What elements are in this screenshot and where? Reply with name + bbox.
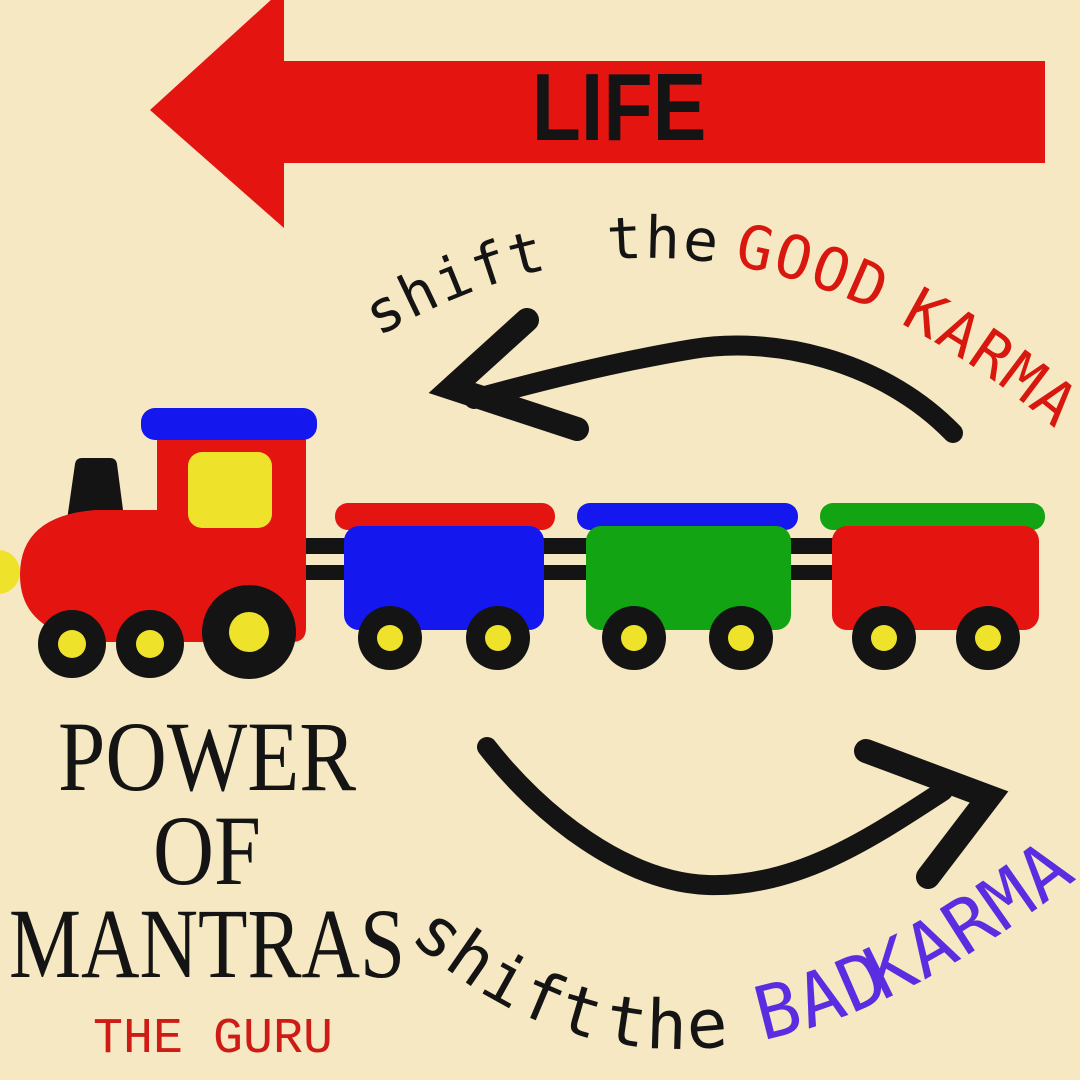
title-line-2: OF [153, 795, 261, 906]
engine-roof [141, 408, 317, 440]
bad-karma-arrow-head [854, 739, 1009, 889]
title-block: POWER OF MANTRAS [9, 701, 405, 999]
engine-headlight [0, 550, 20, 594]
wagon-3-wheel-2-hub [975, 625, 1001, 651]
engine-wheel-2-hub [136, 630, 164, 658]
wagon-1-wheel-1-hub [377, 625, 403, 651]
life-arrow-body [282, 61, 1045, 163]
life-arrow: LIFE [150, 0, 1045, 228]
train-wheel-hubs [58, 612, 1001, 658]
train-wagon-3 [820, 503, 1045, 630]
train-illustration [0, 408, 1045, 679]
engine-wheel-big-hub [229, 612, 269, 652]
life-arrow-head [150, 0, 284, 228]
title-line-1: POWER [58, 701, 356, 812]
good-karma-curve-arrow [428, 308, 963, 443]
wagon-3-roof [820, 503, 1045, 530]
good-karma-arrow-curve [464, 335, 963, 443]
train-wagon-1 [335, 503, 555, 630]
title-line-3: MANTRAS [9, 888, 405, 999]
good-karma-arrow-head [428, 308, 589, 441]
wagon-2-body [586, 526, 791, 630]
arc-bottom-word-the: the [600, 980, 732, 1066]
bad-karma-arrow-curve [477, 737, 953, 896]
wagon-3-body [832, 526, 1039, 630]
engine-wheel-1-hub [58, 630, 86, 658]
wagon-1-wheel-2-hub [485, 625, 511, 651]
wagon-2-wheel-1-hub [621, 625, 647, 651]
wagon-1-body [344, 526, 544, 630]
wagon-2-roof [577, 503, 798, 530]
train-engine [0, 408, 317, 642]
arc-top-word-the: the [605, 204, 724, 277]
engine-window [188, 452, 272, 528]
train-wagon-2 [577, 503, 798, 630]
wagon-3-wheel-1-hub [871, 625, 897, 651]
signature-text: THE GURU [93, 1011, 333, 1068]
wagon-2-wheel-2-hub [728, 625, 754, 651]
bad-karma-curve-arrow [477, 737, 1009, 896]
wagon-1-roof [335, 503, 555, 530]
life-arrow-label: LIFE [532, 53, 707, 160]
